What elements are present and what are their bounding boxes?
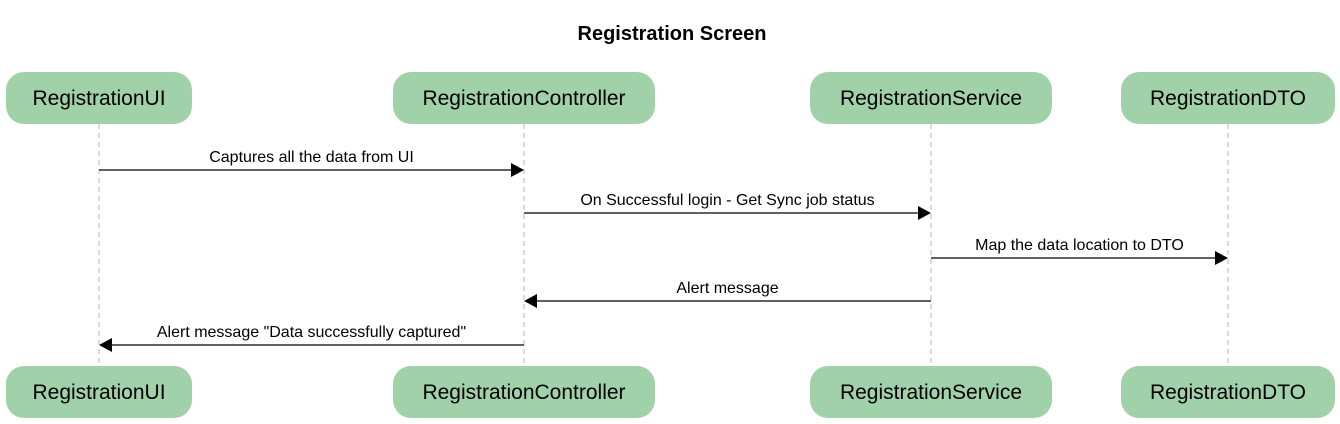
participant-label: RegistrationController	[422, 87, 625, 110]
participant-service-bottom: RegistrationService	[810, 366, 1052, 418]
participant-label: RegistrationController	[422, 381, 625, 404]
participant-box	[6, 72, 192, 124]
participant-label: RegistrationUI	[32, 87, 165, 110]
messages: Captures all the data from UI On Successf…	[99, 149, 1228, 352]
participant-label: RegistrationService	[840, 381, 1022, 404]
participant-label: RegistrationUI	[32, 381, 165, 404]
participant-service-top: RegistrationService	[810, 72, 1052, 124]
participant-box	[6, 366, 192, 418]
participant-ui-top: RegistrationUI	[6, 72, 192, 124]
participant-ui-bottom: RegistrationUI	[6, 366, 192, 418]
participant-box	[393, 72, 655, 124]
participants-bottom: RegistrationUI RegistrationController Regi…	[6, 366, 1335, 418]
message-label: Captures all the data from UI	[209, 149, 414, 166]
message-1: Captures all the data from UI	[99, 149, 524, 177]
arrowhead	[1215, 251, 1228, 265]
participants-top: RegistrationUI RegistrationController Regi…	[6, 72, 1335, 124]
message-3: Map the data location to DTO	[931, 237, 1228, 265]
message-label: Alert message	[676, 280, 778, 297]
participant-dto-bottom: RegistrationDTO	[1121, 366, 1335, 418]
message-label: On Successful login - Get Sync job statu…	[580, 192, 874, 209]
arrowhead	[511, 163, 524, 177]
participant-dto-top: RegistrationDTO	[1121, 72, 1335, 124]
message-label: Map the data location to DTO	[975, 237, 1184, 254]
arrowhead	[99, 338, 112, 352]
participant-controller-bottom: RegistrationController	[393, 366, 655, 418]
participant-box	[1121, 366, 1335, 418]
participant-box	[1121, 72, 1335, 124]
participant-controller-top: RegistrationController	[393, 72, 655, 124]
arrowhead	[918, 206, 931, 220]
message-label: Alert message "Data successfully capture…	[157, 324, 466, 341]
diagram-title: Registration Screen	[578, 23, 767, 45]
message-5: Alert message "Data successfully capture…	[99, 324, 524, 352]
participant-box	[393, 366, 655, 418]
participant-label: RegistrationDTO	[1150, 87, 1306, 110]
message-4: Alert message	[524, 280, 931, 308]
message-2: On Successful login - Get Sync job statu…	[524, 192, 931, 220]
participant-label: RegistrationService	[840, 87, 1022, 110]
participant-label: RegistrationDTO	[1150, 381, 1306, 404]
lifelines	[98, 124, 1229, 366]
participant-box	[810, 72, 1052, 124]
arrowhead	[524, 294, 537, 308]
participant-box	[810, 366, 1052, 418]
